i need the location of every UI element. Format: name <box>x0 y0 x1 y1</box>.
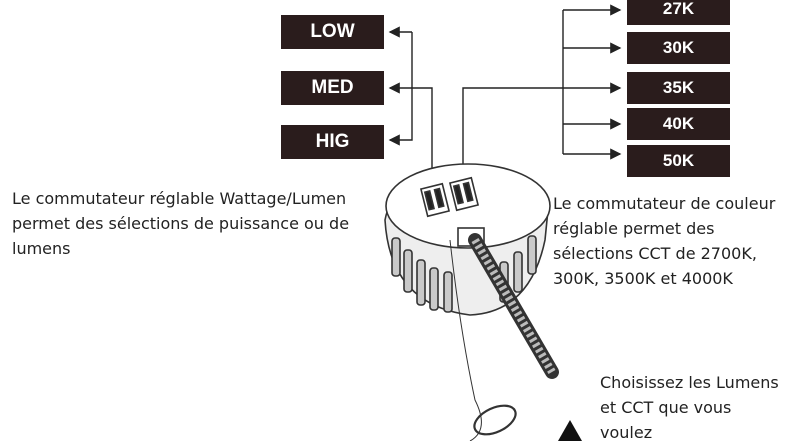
connector-hig <box>388 32 413 146</box>
warning-triangle-icon <box>558 420 582 441</box>
cct-option-40k: 40K <box>627 108 730 140</box>
cct-option-27k: 27K <box>627 0 730 25</box>
caption-choose: Choisissez les Lumens et CCT que vous vo… <box>600 373 779 441</box>
cct-option-35k: 35K <box>627 72 730 104</box>
wattage-connectors <box>388 26 433 185</box>
cooling-fins <box>391 235 537 313</box>
cct-option-50k: 50K <box>627 145 730 177</box>
driver-illustration <box>384 163 559 441</box>
wattage-option-hig: HIG <box>281 125 384 159</box>
connector-med <box>388 82 433 185</box>
cct-connectors <box>462 4 622 185</box>
lanyard <box>449 239 482 441</box>
carabiner <box>473 404 517 436</box>
wattage-option-med: MED <box>281 71 384 105</box>
wattage-option-low: LOW <box>281 15 384 49</box>
caption-color-switch: Le commutateur de couleur réglable perme… <box>553 194 776 288</box>
cct-option-30k: 30K <box>627 32 730 64</box>
connector-35k <box>462 82 622 185</box>
caption-wattage-switch: Le commutateur réglable Wattage/Lumen pe… <box>12 189 350 258</box>
